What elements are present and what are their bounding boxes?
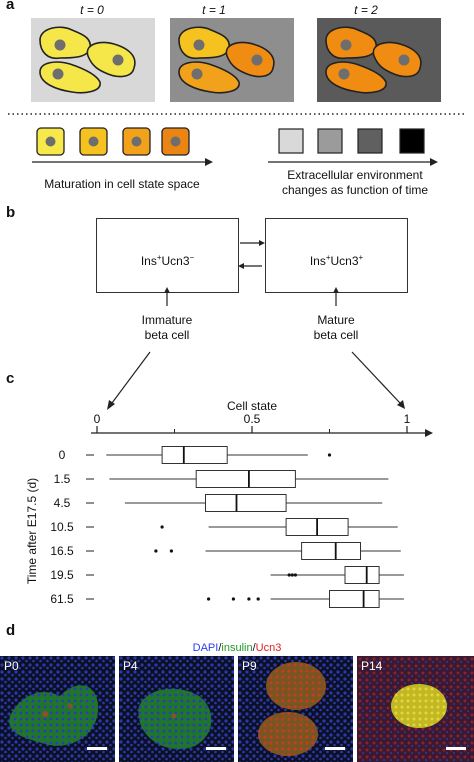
x-axis-arrowhead (425, 429, 433, 437)
stain-dapi: DAPI (192, 642, 219, 654)
immature-caption-line1: Immature (141, 313, 193, 327)
micrograph-p9: P9 (238, 656, 353, 762)
time-label-1: t = 1 (202, 3, 226, 17)
micrograph-p4-image (119, 656, 234, 762)
nucleus (52, 68, 64, 80)
cell-state-squares (36, 127, 190, 156)
immature-caption-line2: beta cell (144, 328, 190, 342)
micrograph-p4: P4 (119, 656, 234, 762)
scale-bar (446, 747, 466, 750)
outlier-point (256, 597, 260, 601)
scale-bar (87, 747, 107, 750)
timepoint-label-p14: P14 (361, 659, 383, 673)
mature-state-box: Ins+Ucn3+ (265, 218, 408, 293)
cell-middle-right (86, 41, 136, 78)
timepoint-label-p4: P4 (123, 659, 138, 673)
boxplot-chart: Cell state 0 0.5 1 0 1.5 4.5 10.5 16.5 19.5 61.5 (50, 399, 433, 608)
category-label: 1.5 (54, 472, 71, 486)
time-label-2: t = 2 (354, 3, 378, 17)
x-tick-label: 0.5 (244, 412, 261, 426)
x-tick-label: 0 (94, 412, 101, 426)
outlier-point (154, 549, 158, 553)
box-iqr (344, 566, 380, 584)
category-label: 19.5 (50, 568, 74, 582)
category-label: 10.5 (50, 520, 74, 534)
panel-d-letter: d (6, 622, 16, 639)
outlier-point (231, 597, 235, 601)
outlier-point (169, 549, 173, 553)
environment-caption-line1: Extracellular environment (287, 168, 423, 182)
panel-b-letter: b (6, 204, 16, 221)
box-iqr (205, 494, 287, 512)
panel-a-graphics (8, 18, 466, 166)
timepoint-label-p0: P0 (4, 659, 19, 673)
cell-panel-t1 (170, 18, 294, 102)
micrograph-p14: P14 (357, 656, 474, 762)
category-label: 4.5 (54, 496, 71, 510)
panel-b-arrows (107, 240, 405, 410)
box-iqr (195, 470, 296, 488)
chart-title: Cell state (227, 399, 277, 413)
micrograph-p14-image (357, 656, 474, 762)
x-tick-label: 1 (404, 412, 411, 426)
immature-state-label: Ins+Ucn3− (140, 252, 195, 268)
micrograph-p0-image (0, 656, 115, 762)
outlier-point (207, 597, 211, 601)
cell-panel-t0 (31, 18, 155, 102)
mature-state-label: Ins+Ucn3+ (309, 252, 364, 268)
outlier-point (293, 573, 297, 577)
outlier-point (327, 453, 332, 457)
panel-c-letter: c (6, 370, 15, 387)
stain-ucn3: Ucn3 (255, 642, 282, 654)
immature-state-box: Ins+Ucn3− (96, 218, 239, 293)
stain-legend: DAPI/insulin/Ucn3 (192, 642, 282, 654)
outlier-point (287, 573, 291, 577)
nucleus (54, 39, 66, 51)
scale-bar (206, 747, 226, 750)
category-label: 61.5 (50, 592, 74, 606)
time-label-0: t = 0 (80, 3, 104, 17)
cell-panel-t2 (317, 18, 441, 102)
maturation-caption: Maturation in cell state space (44, 177, 200, 191)
environment-caption-line2: changes as function of time (281, 183, 429, 197)
scale-bar (325, 747, 345, 750)
timepoint-label-p9: P9 (242, 659, 257, 673)
outlier-point (290, 573, 294, 577)
micrograph-p0: P0 (0, 656, 115, 762)
box-iqr (301, 542, 362, 560)
mature-caption-line2: beta cell (313, 328, 359, 342)
stain-insulin: insulin (221, 642, 253, 654)
micrograph-p9-image (238, 656, 353, 762)
panel-a-letter: a (6, 0, 15, 13)
environment-squares (278, 128, 425, 154)
nucleus (112, 54, 124, 66)
outlier-point (247, 597, 251, 601)
category-label: 0 (59, 448, 66, 462)
mature-caption-line1: Mature (317, 313, 355, 327)
box-iqr (329, 590, 380, 608)
category-label: 16.5 (50, 544, 74, 558)
box-iqr (161, 446, 228, 464)
outlier-point (160, 525, 164, 529)
